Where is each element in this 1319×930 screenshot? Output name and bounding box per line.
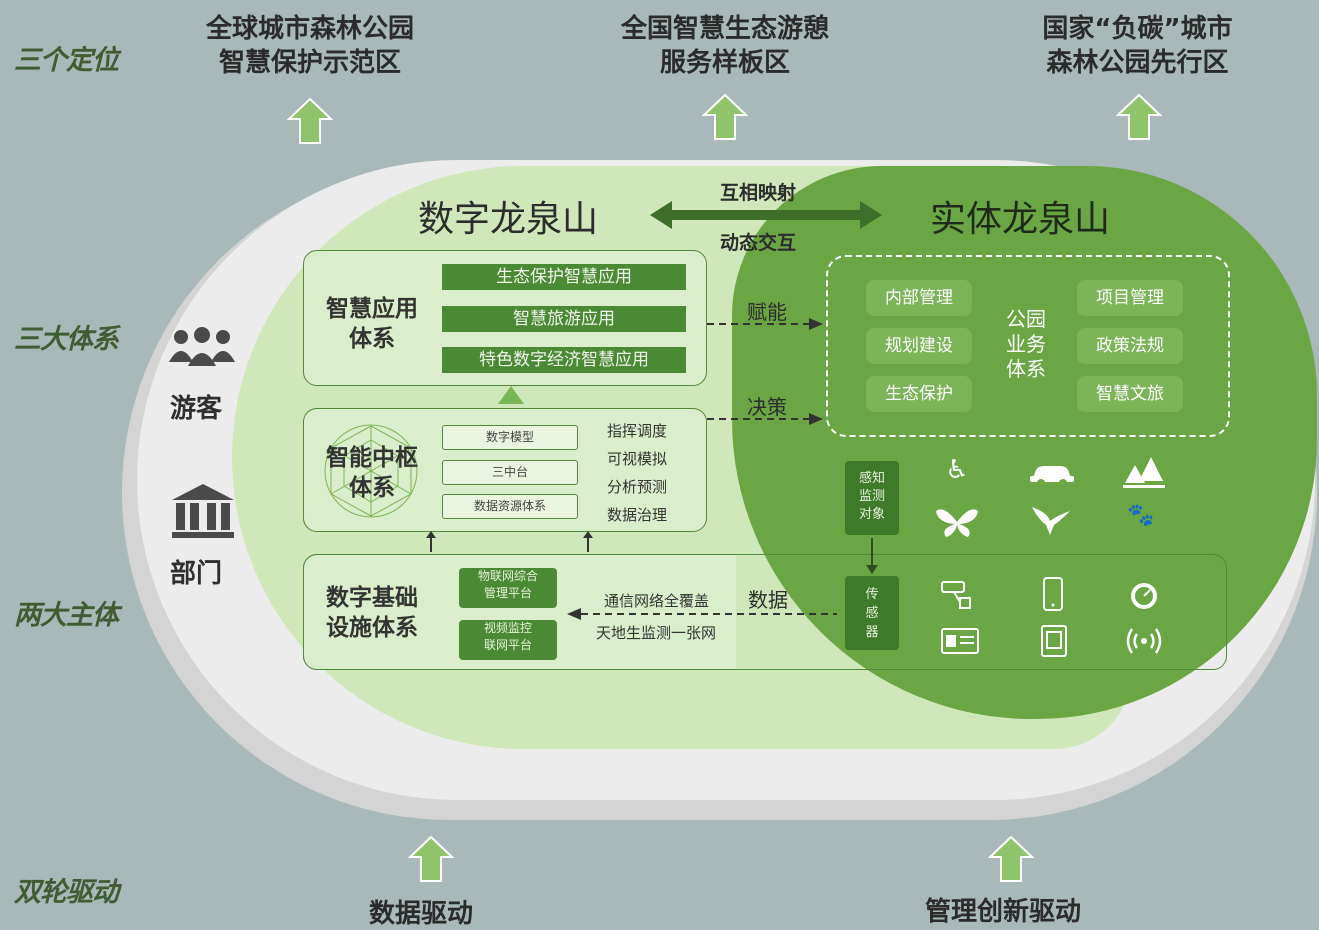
visitor-label: 游客 (170, 394, 223, 424)
hub-function-govern: 数据治理 (607, 506, 668, 524)
data-arrow-icon (567, 608, 837, 620)
people-accessibility-icon: ♿ (945, 455, 969, 485)
iot-platform: 物联网综合 管理平台 (459, 568, 557, 608)
hub-function-simulate: 可视模拟 (607, 450, 668, 468)
goal-3: 国家“负碳”城市 森林公园先行区 (1015, 12, 1260, 80)
hub-function-command: 指挥调度 (607, 422, 668, 440)
systems-label: 三大体系 (14, 324, 119, 355)
car-icon (1030, 466, 1074, 487)
goal-1: 全球城市森林公园 智慧保护示范区 (190, 12, 430, 80)
decide-arrow-icon (707, 413, 823, 425)
subjects-label: 两大主体 (14, 600, 119, 631)
sensor-box: 传 感 器 (845, 576, 899, 650)
up-arrow-icon (702, 93, 748, 140)
up-arrow-icon (1116, 93, 1162, 140)
video-platform-line1: 视频监控 (483, 621, 532, 635)
cctv-camera-icon (941, 581, 971, 609)
goal-1-line1: 全球城市森林公园 (205, 14, 414, 44)
hub-function-predict: 分析预测 (607, 478, 668, 496)
goal-3-line2: 森林公园先行区 (1046, 48, 1229, 78)
physical-title: 实体龙泉山 (930, 199, 1111, 240)
management-driver-label: 管理创新驱动 (925, 897, 1082, 927)
app-item-tourism: 智慧旅游应用 (442, 306, 686, 332)
biz-project-management: 项目管理 (1077, 280, 1183, 316)
biz-ecology-protection: 生态保护 (866, 376, 972, 412)
small-up-arrow-icon (426, 531, 436, 552)
network-coverage: 通信网络全覆盖 (604, 592, 710, 610)
up-arrow-icon (408, 835, 454, 882)
up-arrow-icon (287, 97, 333, 144)
hub-box-platform: 三中台 (442, 460, 578, 485)
hub-system-title: 智能中枢 体系 (318, 443, 426, 503)
app-system-title: 智慧应用 体系 (318, 294, 426, 354)
biz-policy-regulation: 政策法规 (1077, 328, 1183, 364)
infra-system-title-line1: 数字基础 (326, 585, 418, 611)
data-label: 数据 (748, 588, 788, 612)
trees-icon (1123, 457, 1165, 488)
network-sphere-icon (324, 424, 418, 518)
sensing-line1: 感知 (858, 471, 885, 486)
monitoring-network: 天地生监测一张网 (596, 624, 717, 642)
app-system-title-line2: 体系 (349, 326, 395, 352)
drivers-label: 双轮驱动 (14, 877, 119, 908)
triangle-up-icon (498, 386, 524, 404)
sensing-object-box: 感知 监测 对象 (845, 461, 899, 535)
video-platform-line2: 联网平台 (483, 638, 532, 652)
sensor-line1: 传 (865, 587, 879, 602)
business-center-line3: 体系 (1006, 357, 1046, 381)
small-up-arrow-icon (583, 531, 593, 552)
hub-box-data: 数据资源体系 (442, 494, 578, 519)
app-item-economy: 特色数字经济智慧应用 (442, 347, 686, 373)
iot-platform-line1: 物联网综合 (477, 569, 538, 583)
goal-2-line2: 服务样板区 (659, 48, 790, 78)
sensing-line2: 监测 (858, 489, 885, 504)
infra-system-title: 数字基础 设施体系 (318, 583, 426, 643)
bidirectional-arrow-icon (650, 201, 882, 229)
business-system-box (826, 255, 1230, 437)
hub-system-title-line2: 体系 (349, 475, 395, 501)
positioning-label: 三个定位 (14, 45, 119, 76)
up-arrow-icon (988, 835, 1034, 882)
app-system-title-line1: 智慧应用 (326, 296, 418, 322)
goal-2: 全国智慧生态游憩 服务样板区 (605, 12, 845, 80)
digital-title: 数字龙泉山 (418, 199, 599, 240)
empower-arrow-icon (707, 318, 823, 330)
hub-box-model: 数字模型 (442, 425, 578, 450)
people-group-icon (169, 327, 235, 366)
biz-internal-management: 内部管理 (866, 280, 972, 316)
mapping-bottom-label: 动态交互 (720, 232, 797, 254)
gauge-icon (1131, 583, 1157, 609)
id-card-icon (941, 628, 979, 654)
goal-2-line1: 全国智慧生态游憩 (620, 14, 829, 44)
butterfly-icon (936, 509, 978, 537)
down-arrow-icon (866, 538, 878, 574)
wireless-signal-icon (1126, 628, 1162, 654)
terminal-device-icon (1041, 625, 1067, 657)
sensor-line2: 感 (865, 606, 879, 621)
bird-icon (1032, 507, 1070, 535)
goal-3-line1: 国家“负碳”城市 (1042, 14, 1233, 44)
biz-smart-culture-tourism: 智慧文旅 (1077, 376, 1183, 412)
decide-label: 决策 (747, 395, 787, 419)
sensing-line3: 对象 (858, 507, 885, 522)
business-center-line2: 业务 (1006, 332, 1046, 356)
department-label: 部门 (170, 559, 223, 589)
mapping-top-label: 互相映射 (720, 182, 797, 204)
sensor-line3: 器 (865, 625, 879, 640)
empower-label: 赋能 (747, 300, 787, 324)
government-building-icon (172, 484, 234, 538)
hub-system-title-line1: 智能中枢 (326, 445, 418, 471)
app-item-ecology: 生态保护智慧应用 (442, 264, 686, 290)
data-driver-label: 数据驱动 (369, 899, 474, 929)
paw-prints-icon: 🐾 (1127, 503, 1155, 528)
business-center-line1: 公园 (1006, 307, 1046, 331)
mobile-phone-icon (1043, 577, 1063, 611)
biz-planning-construction: 规划建设 (866, 328, 972, 364)
video-platform: 视频监控 联网平台 (459, 620, 557, 660)
goal-1-line2: 智慧保护示范区 (218, 48, 401, 78)
business-center-label: 公园 业务 体系 (990, 307, 1062, 382)
iot-platform-line2: 管理平台 (483, 586, 532, 600)
infra-system-title-line2: 设施体系 (326, 615, 418, 641)
